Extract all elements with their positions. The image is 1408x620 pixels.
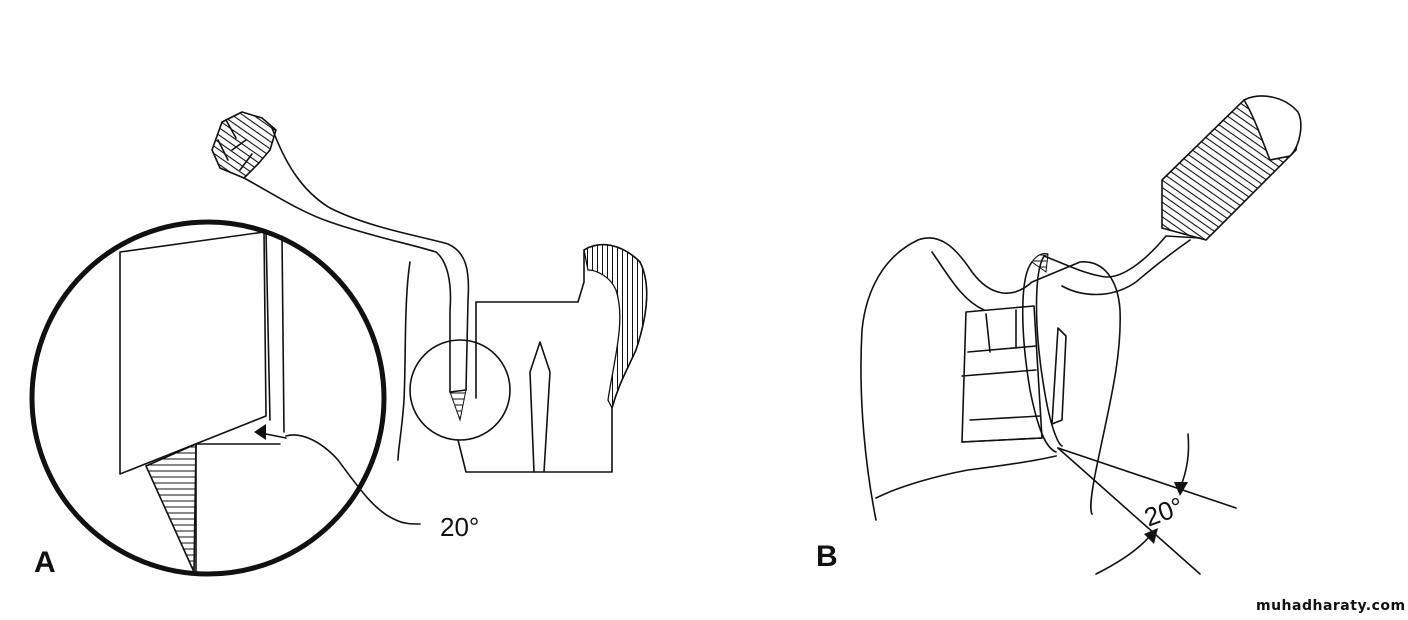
panel-a: 20° A xyxy=(29,111,648,579)
leader-line-a xyxy=(285,434,421,525)
panel-b: 20° B xyxy=(816,95,1302,575)
instrument-grip-a xyxy=(211,111,277,179)
instrument-shank-a xyxy=(243,127,470,461)
panel-letter-b: B xyxy=(816,540,838,573)
panel-letter-a: A xyxy=(34,546,56,579)
watermark-text: muhadharaty.com xyxy=(1256,598,1406,614)
angle-label-b: 20° xyxy=(1140,491,1187,533)
instrument-b xyxy=(1021,95,1302,453)
magnified-detail-a xyxy=(29,219,387,577)
angle-label-a: 20° xyxy=(440,512,479,542)
angle-indicator-b xyxy=(1057,433,1237,575)
detail-marker-circle xyxy=(409,339,511,441)
preparation-box-b xyxy=(961,305,1043,443)
tooth-crown-b xyxy=(860,237,1121,521)
tooth-crown-a xyxy=(457,243,648,473)
